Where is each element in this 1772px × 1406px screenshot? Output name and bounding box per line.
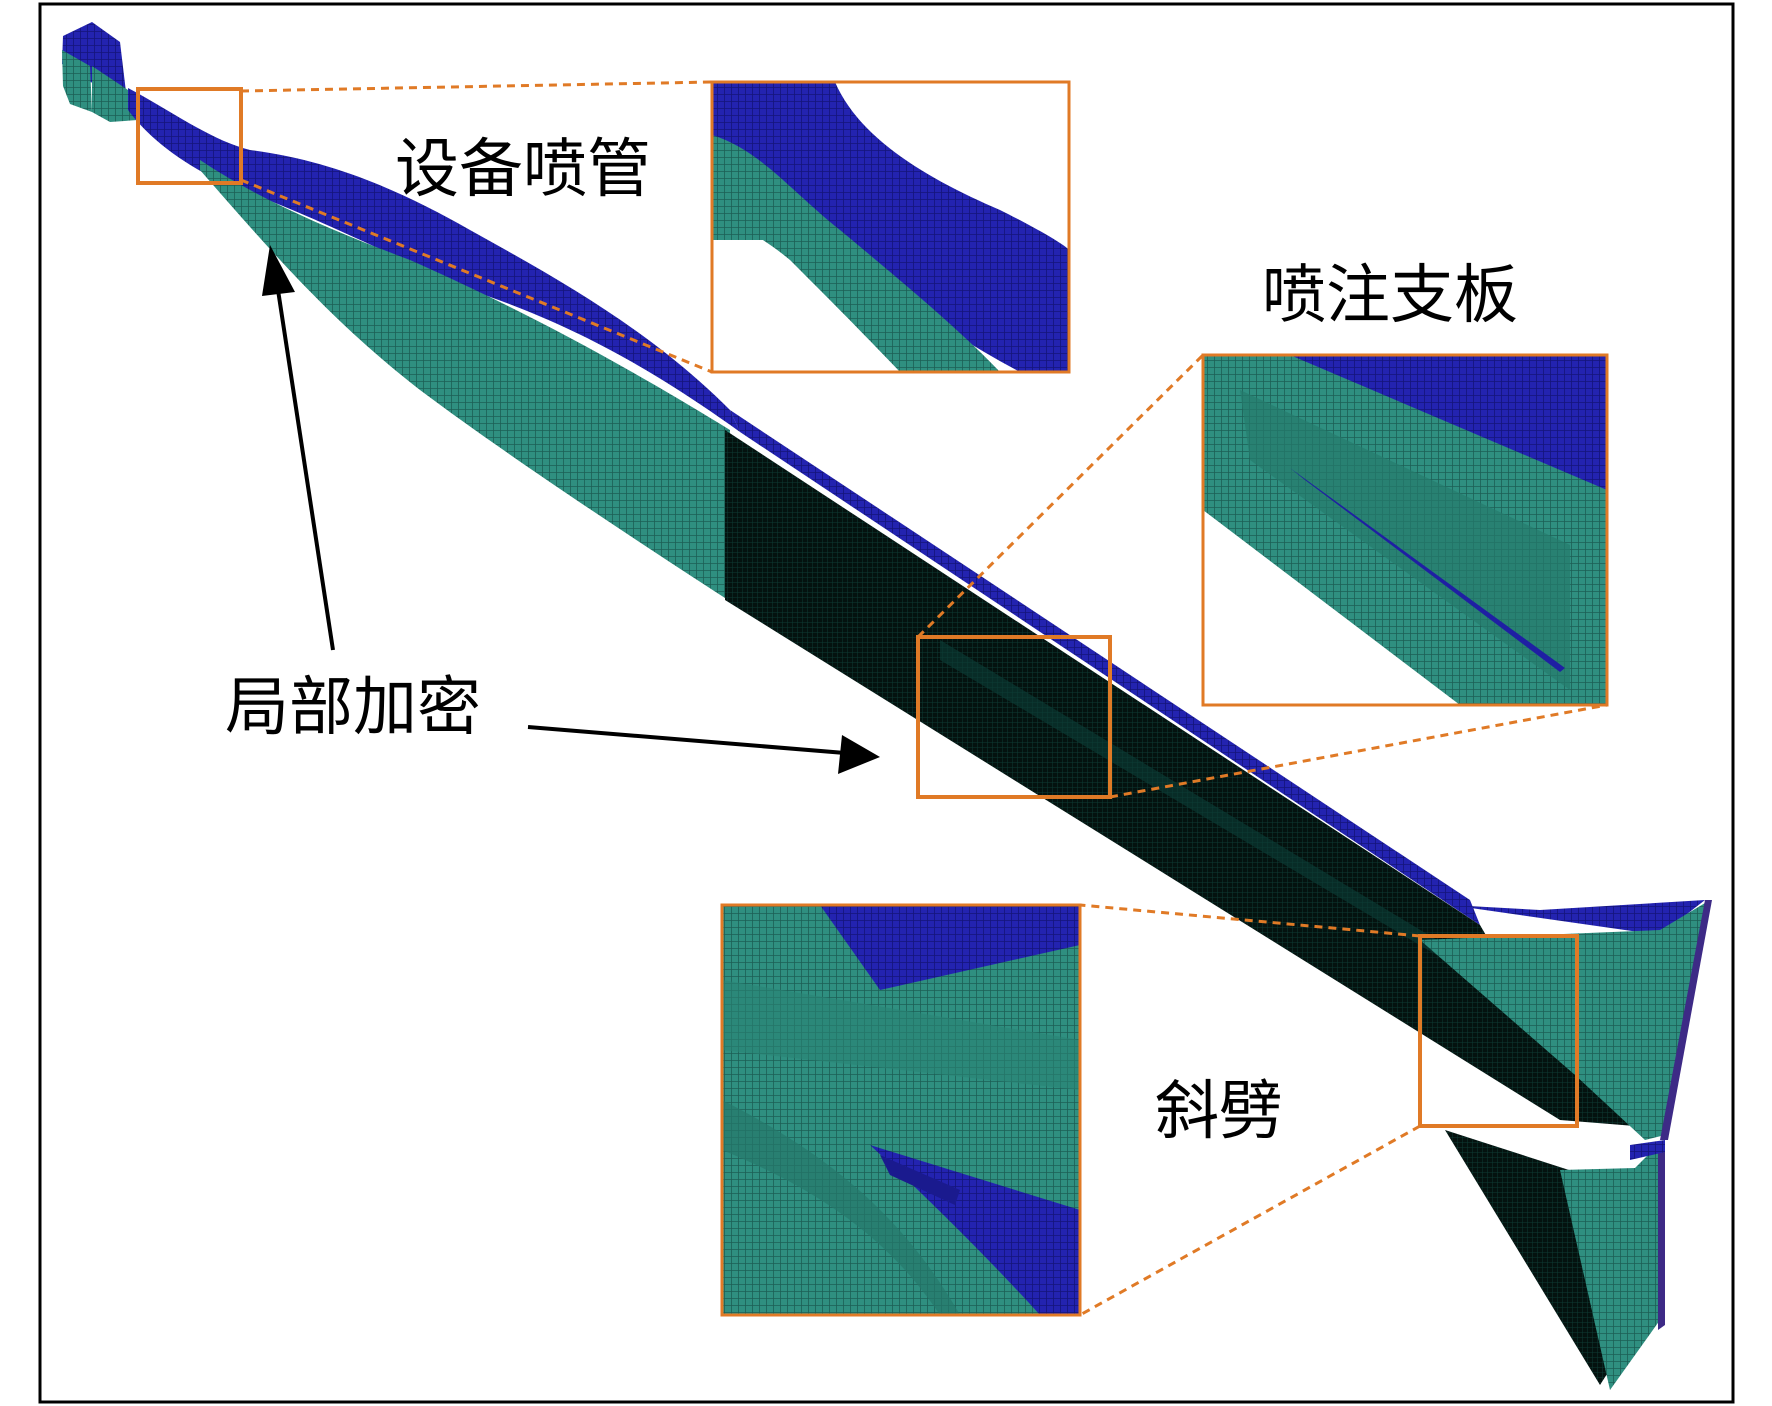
arrow-to-nozzle-shaft (276, 289, 335, 651)
label-local-refinement: 局部加密 (225, 671, 481, 745)
figure-border (38, 2, 1735, 1404)
expansion-upper-face (1420, 900, 1710, 1140)
arrow-to-body-head (838, 735, 880, 774)
label-bevel: 斜劈 (1155, 1075, 1283, 1149)
inset-nozzle-border (710, 80, 1071, 374)
inset-strut-border (1201, 353, 1609, 707)
callout-box-bevel (1418, 934, 1579, 1128)
callout-box-nozzle (136, 87, 243, 185)
refined-mesh-region (725, 430, 1660, 1128)
expansion-edge (1660, 900, 1712, 1140)
nozzle-inlet-front (62, 50, 92, 112)
callout-box-strut (916, 635, 1112, 799)
inset-bevel-detail (720, 903, 1082, 1317)
nozzle-throat-blue (128, 88, 740, 432)
nozzle-expansion-side (200, 160, 730, 598)
expansion-top-blue (1450, 900, 1705, 935)
inset-strut-detail (1201, 353, 1609, 707)
combustor-mesh-model (62, 22, 1712, 1390)
inset-bevel-border (720, 903, 1082, 1317)
refinement-arrows (262, 245, 880, 774)
callout-leaders (240, 80, 1608, 1317)
label-nozzle: 设备喷管 (395, 133, 651, 207)
inset-nozzle-detail (710, 80, 1071, 374)
strut-sliver (1290, 468, 1565, 672)
arrow-to-nozzle-head (262, 245, 295, 296)
expansion-lower-face (1560, 1145, 1660, 1390)
label-injection-strut: 喷注支板 (1262, 259, 1518, 333)
arrow-to-body-shaft (527, 725, 846, 755)
callout-markers (136, 87, 1579, 1128)
nozzle-inlet-top (62, 22, 126, 92)
isolator-top-blue (730, 410, 1480, 925)
